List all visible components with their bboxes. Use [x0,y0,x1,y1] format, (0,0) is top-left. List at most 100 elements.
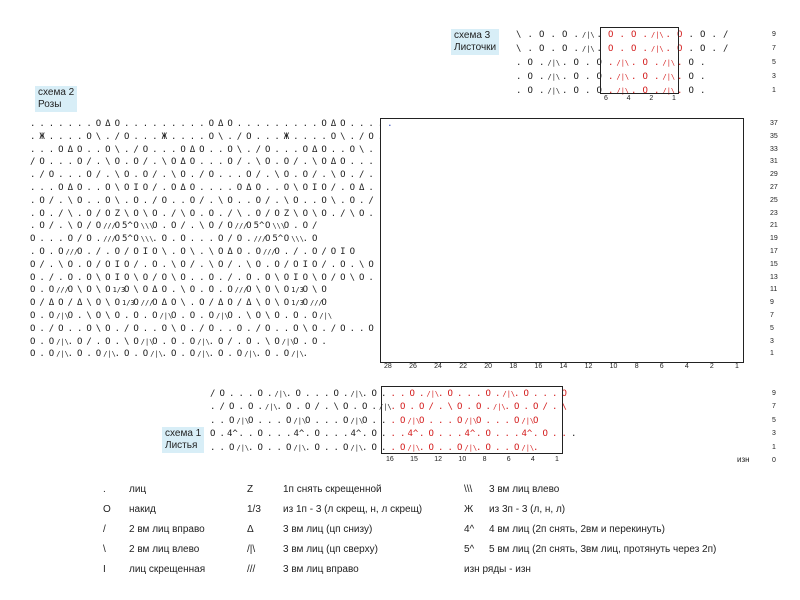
chart-symbol: . [516,72,522,82]
chart-symbol: . [504,429,510,440]
chart-symbol: . [504,442,510,453]
chart-symbol: . [199,157,205,168]
chart-symbol: O [333,389,339,399]
chart-symbol: . [333,442,339,453]
chart-symbol: . [368,157,374,168]
chart-symbol: \\\ [291,235,304,244]
chart-symbol: Z [114,208,120,219]
chart-symbol: / [39,259,45,270]
chart-symbol: O [608,30,614,40]
chart-symbol: . [48,183,55,193]
chart-symbol: . [208,195,214,206]
chart-symbol: . [362,442,368,453]
row-number: 35 [770,132,778,140]
chart-symbol: . [236,170,243,181]
chart-symbol: O [293,323,299,334]
chart-symbol: O [229,415,235,426]
chart-symbol: /|\ [236,416,250,425]
chart-symbol: . [550,30,556,40]
chart-symbol: O [362,402,368,413]
chart-symbol: . [152,119,158,129]
chart-symbol: O [255,183,261,193]
chart-symbol: O [58,183,64,193]
chart-symbol: /|\ [616,59,630,67]
chart-symbol: O [67,285,73,296]
chart-symbol: O [217,349,224,360]
chart-symbol: / [208,298,214,309]
chart-symbol: . [255,349,261,360]
chart-symbol: O [642,72,648,82]
scheme1-title: схема 1 [165,428,202,439]
chart-symbol: O [105,208,111,219]
chart-symbol: 4^ [350,429,362,440]
chart-symbol: O [255,247,261,257]
chart-symbol: . [39,119,45,129]
chart-symbol: 5^ [253,221,265,232]
chart-symbol: \ [293,208,299,219]
chart-symbol: / [58,208,64,219]
chart-symbol: O [208,208,214,219]
chart-symbol: . [76,311,83,321]
chart-symbol: . [189,131,196,142]
chart-symbol: . [654,72,660,82]
chart-symbol: O [76,144,83,155]
chart-symbol: . [39,144,45,155]
chart-symbol: O [293,195,299,206]
chart-symbol: O [283,183,290,193]
chart-symbol: O [133,323,139,334]
chart-symbol: . [208,144,214,155]
chart-symbol: / [48,195,55,206]
chart-symbol: O [29,259,36,270]
chart-symbol: / [152,195,158,206]
chart-symbol: O [76,247,83,257]
legend-text: 4 вм лиц (2п снять, 2вм и перекинуть) [489,524,665,535]
chart-symbol: . [152,131,158,142]
chart-symbol: / [227,272,233,283]
chart-symbol: /|\ [291,350,304,359]
scheme3-title: схема 3 [454,30,491,41]
chart-symbol: /|\ [293,443,307,452]
chart-symbol: O [227,311,233,321]
chart-symbol: O [76,336,83,347]
chart-symbol: O [257,442,263,453]
chart-symbol: / [264,208,271,219]
chart-symbol: / [321,247,327,257]
chart-symbol: O [608,44,614,54]
chart-symbol: O [133,157,139,168]
chart-symbol: . [29,170,36,181]
scheme2-label: схема 2 Розы [35,86,78,112]
chart-symbol: \ [58,259,64,270]
chart-symbol: \ [447,402,453,413]
chart-symbol: O [189,157,196,168]
chart-symbol: . [199,234,205,245]
chart-symbol: O [152,336,158,347]
chart-symbol: \ [95,131,102,142]
chart-symbol: . [340,195,346,206]
chart-symbol: O [321,285,327,296]
chart-symbol: O [283,221,290,232]
chart-symbol: O [227,298,233,309]
row-number: 17 [770,248,778,255]
chart-symbol: \ [199,221,205,232]
chart-symbol: O [362,415,368,426]
chart-symbol: . [189,298,196,309]
chart-symbol: . [585,72,591,82]
chart-symbol: /// [253,235,267,244]
chart-symbol: / [217,221,224,232]
chart-symbol: O [161,323,167,334]
chart-symbol: O [302,170,308,181]
chart-symbol: /// [103,235,116,244]
chart-symbol: O [246,285,252,296]
chart-symbol: O [227,157,233,168]
column-number: 4 [626,95,631,102]
chart-symbol: . [321,131,327,142]
chart-symbol: /// [234,222,248,231]
chart-symbol: / [39,170,45,181]
chart-symbol: . [29,247,36,257]
chart-symbol: O [358,272,365,283]
chart-symbol: O [114,157,120,168]
chart-symbol: \ [293,183,299,193]
chart-symbol: /|\ [662,87,676,95]
chart-symbol: . [573,44,579,54]
chart-symbol: / [189,259,196,270]
